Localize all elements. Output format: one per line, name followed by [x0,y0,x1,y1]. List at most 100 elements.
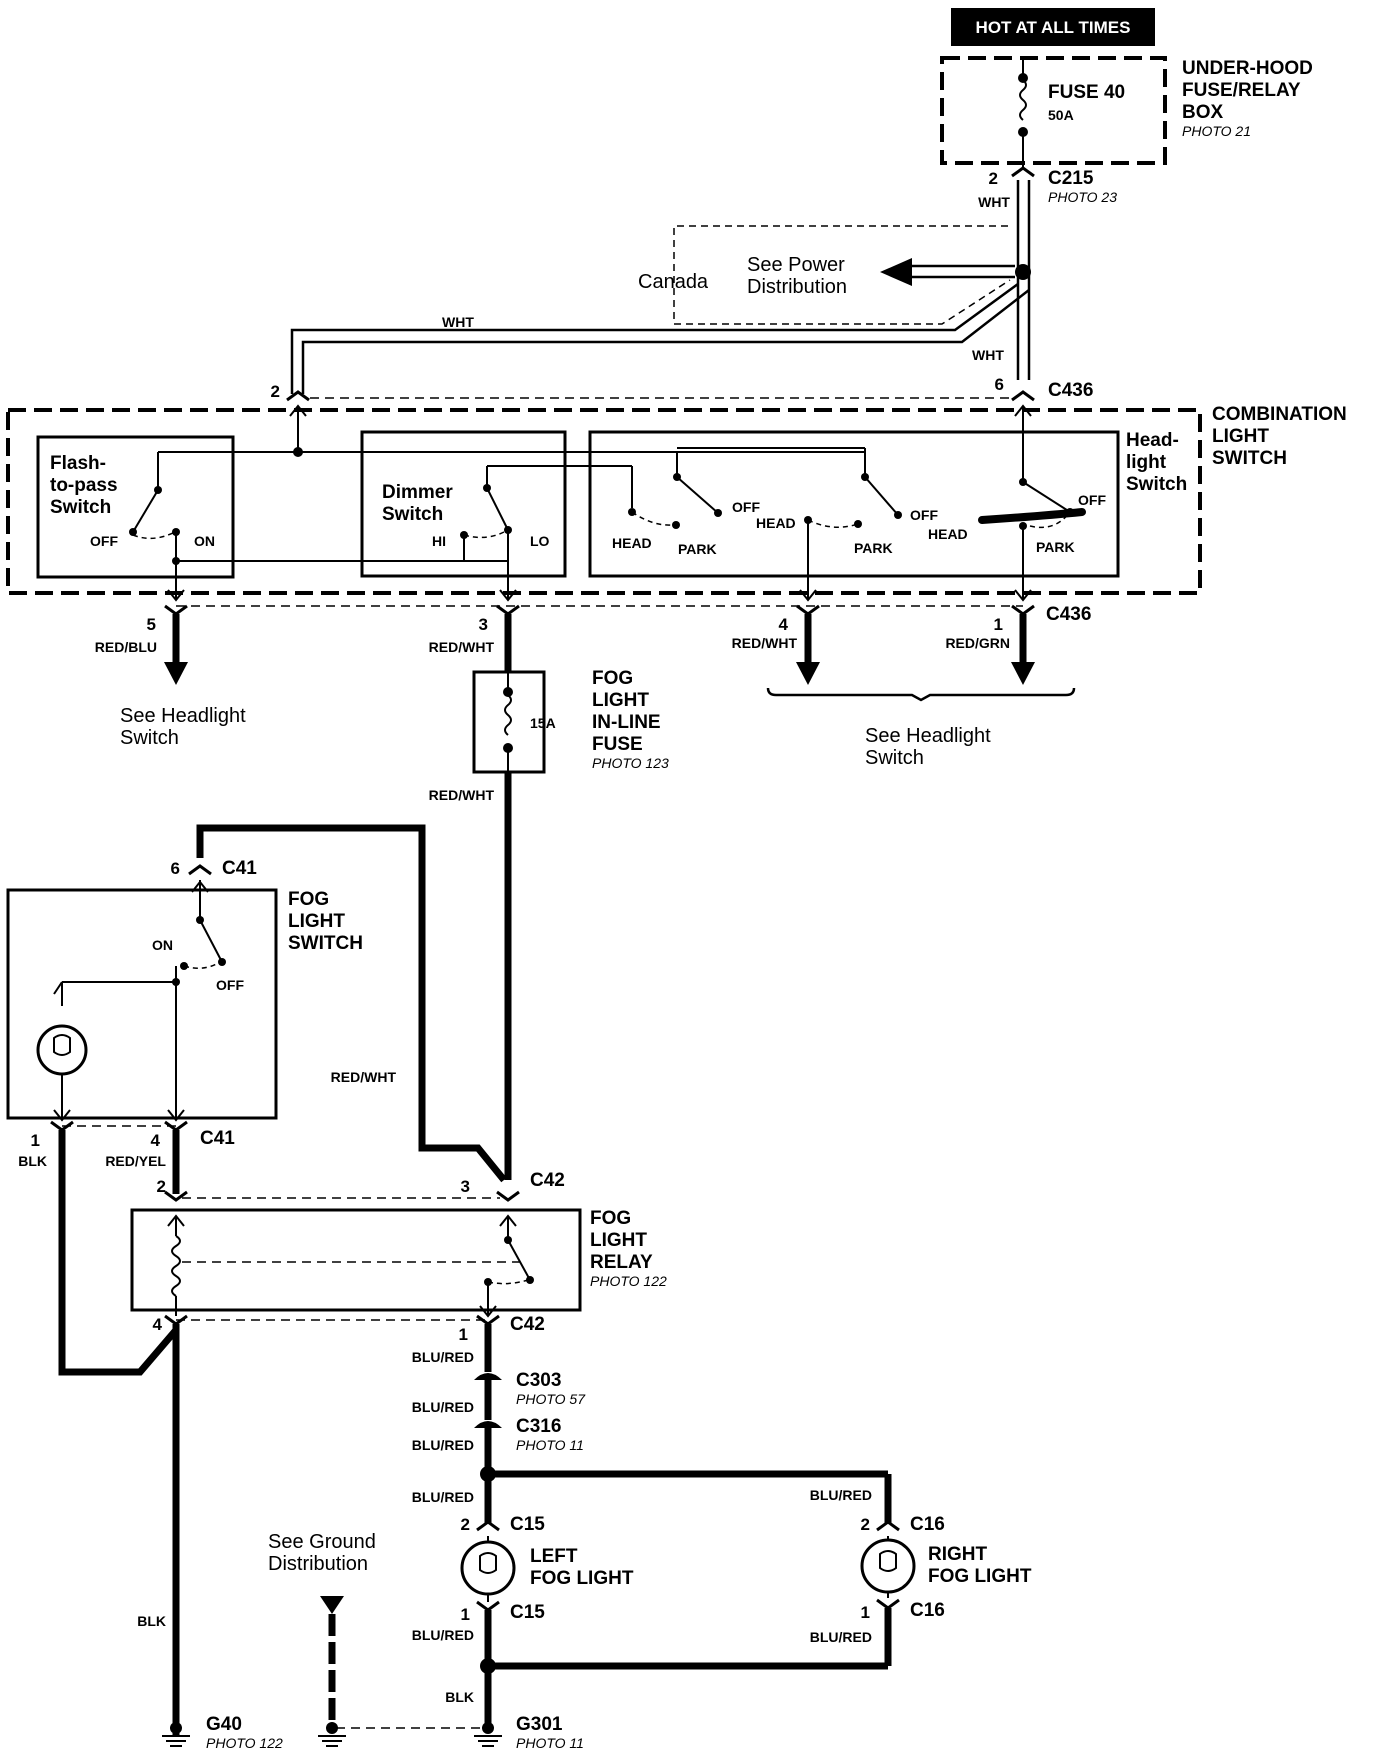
indicator-bulb-icon [36,1024,88,1076]
c316-label: C316 [516,1416,561,1437]
c42-pin2-icon [164,1190,188,1202]
c436-pin4-icon [796,604,820,616]
red-grn-wire-label: RED/GRN [945,635,1010,651]
c42-top-pin3: 3 [461,1177,470,1196]
c41-bottom-pin4: 4 [151,1131,161,1150]
c15-bottom-icon [476,1600,500,1612]
see-headlight-left-line2: Switch [120,727,179,749]
c16-top-pin: 2 [861,1515,870,1534]
fog-fuse-icon [504,694,512,736]
c16-top-icon [876,1520,900,1532]
c16-bottom-icon [876,1598,900,1610]
blu-red-right-top-label: BLU/RED [810,1487,872,1503]
fusebox-title-line2: FUSE/RELAY [1182,80,1301,101]
c436-top-pin6: 6 [995,375,1004,394]
c436-pin2-icon [286,390,310,402]
dimmer-lo-label: LO [530,533,550,549]
c15-top-label: C15 [510,1514,545,1535]
flash-on-label: ON [194,533,215,549]
c42-pin3-icon [496,1190,520,1202]
left-fog-line1: LEFT [530,1546,578,1567]
c42-bottom-pin1: 1 [459,1325,468,1344]
head3-label: HEAD [928,526,968,542]
dimmer-label-line1: Dimmer [382,482,453,503]
brace-icon [766,687,1076,702]
c16-bottom-pin: 1 [861,1603,870,1622]
c41-top-pin: 6 [171,859,180,878]
red-blu-wire-label: RED/BLU [95,639,157,655]
c215-photo: PHOTO 23 [1048,189,1117,205]
fusebox-photo: PHOTO 21 [1182,123,1251,139]
park3-label: PARK [1036,539,1075,555]
red-wht-loop-label: RED/WHT [331,1069,397,1085]
off3-label: OFF [1078,492,1106,508]
dimmer-label-line2: Switch [382,504,443,525]
red-wht-3-wire-label: RED/WHT [429,639,495,655]
dimmer-switch-box [360,430,567,578]
blk-1-wire-label: BLK [18,1153,47,1169]
c436-top-pin2: 2 [271,382,280,401]
fog-switch-title-line1: FOG [288,889,329,910]
relay-title-line3: RELAY [590,1252,653,1273]
right-fog-line1: RIGHT [928,1544,988,1565]
c436-pin1-icon [1011,604,1035,616]
c436-pin4: 4 [779,615,789,634]
fuse-40-label: FUSE 40 [1048,82,1125,103]
wht-wire-left-label: WHT [442,314,474,330]
relay-coil-icon [171,1235,181,1297]
dimmer-hi-label: HI [432,533,446,549]
fog-switch-on-label: ON [152,937,173,953]
fog-fuse-title-line2: LIGHT [592,690,649,711]
c42-top-label: C42 [530,1170,565,1191]
combo-title-line3: SWITCH [1212,448,1287,469]
c215-wire-color: WHT [978,194,1010,210]
canada-label: Canada [638,271,709,293]
g40-label: G40 [206,1714,242,1735]
red-wht-fuse-out-label: RED/WHT [429,787,495,803]
blu-red-4-label: BLU/RED [412,1489,474,1505]
c215-connector-icon [1011,166,1035,178]
c41-bottom-pin1: 1 [31,1131,40,1150]
headlight-switch-box [588,430,1120,578]
fog-fuse-photo: PHOTO 123 [592,755,669,771]
red-yel-wire-label: RED/YEL [105,1153,166,1169]
combo-title-line2: LIGHT [1212,426,1269,447]
blu-red-1-label: BLU/RED [412,1349,474,1365]
blk-ground-wire-label: BLK [137,1613,166,1629]
c303-connector-icon [474,1373,502,1380]
fog-light-switch-box [6,888,278,1120]
ground-dist-ground-icon [318,1722,346,1747]
c15-bottom-pin: 1 [461,1605,470,1624]
left-fog-line2: FOG LIGHT [530,1568,634,1589]
c16-bottom-label: C16 [910,1600,945,1621]
blu-red-right-bottom-label: BLU/RED [810,1629,872,1645]
fog-fuse-title-line1: FOG [592,668,633,689]
see-power-line2: Distribution [747,276,847,298]
c436-pin5-icon [164,604,188,616]
c42-top-pin2: 2 [157,1177,166,1196]
blk-g301-wire-label: BLK [445,1689,474,1705]
flash-label-line3: Switch [50,497,111,518]
off2-label: OFF [910,507,938,523]
g301-ground-icon [474,1722,502,1747]
c436-pin3: 3 [479,615,488,634]
c436-pin6-icon [1011,390,1035,402]
canada-power-box [673,225,1011,325]
c303-label: C303 [516,1370,561,1391]
fog-fuse-rating: 15A [530,715,556,731]
see-headlight-right-line2: Switch [865,747,924,769]
hot-at-all-times-label: HOT AT ALL TIMES [976,18,1131,37]
flash-off-label: OFF [90,533,118,549]
c215-label: C215 [1048,168,1094,189]
c316-connector-icon [474,1421,502,1428]
fusebox-title-line1: UNDER-HOOD [1182,58,1313,79]
fog-fuse-title-line3: IN-LINE [592,712,661,733]
red-wht-4-wire-label: RED/WHT [732,635,798,651]
see-ground-line2: Distribution [268,1553,368,1575]
fog-switch-off-label: OFF [216,977,244,993]
fog-switch-title-line2: LIGHT [288,911,345,932]
relay-photo: PHOTO 122 [590,1273,667,1289]
hot-at-all-times-banner [951,8,1155,46]
combination-light-switch-box [6,408,1202,595]
